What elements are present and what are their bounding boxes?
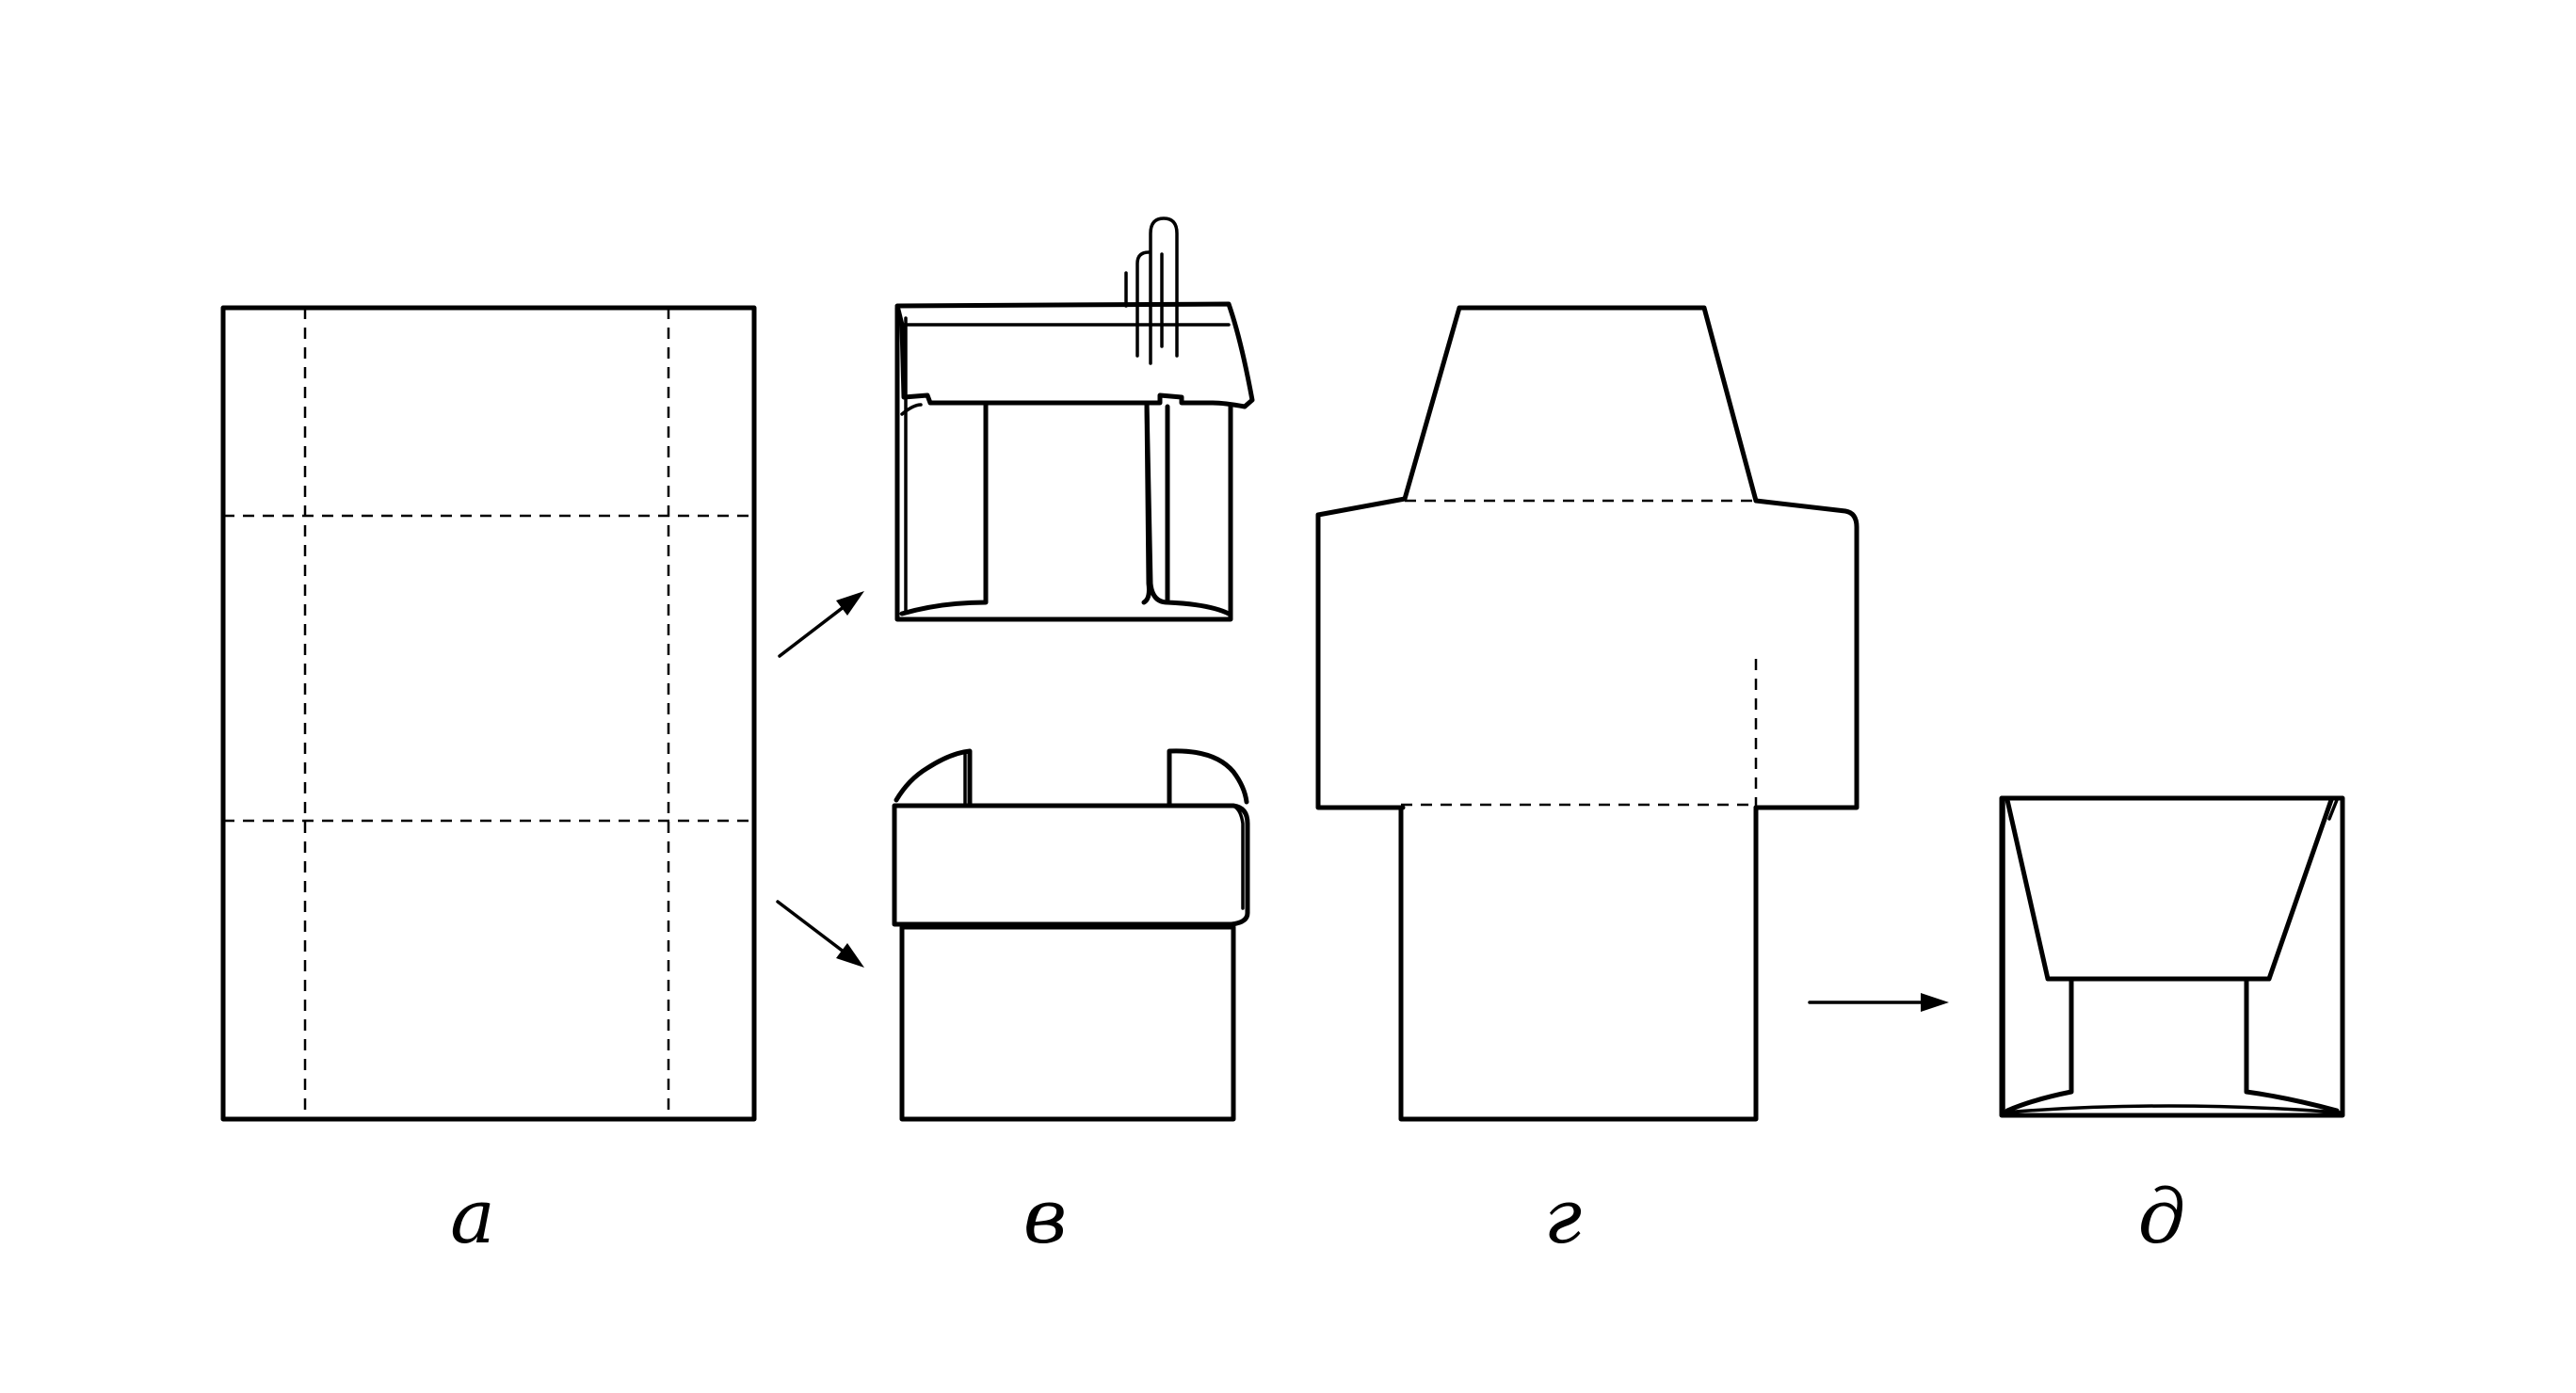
figure-c-cross-development xyxy=(1315,305,1860,1122)
arrow-head-icon xyxy=(836,943,864,968)
label-c: г xyxy=(1544,1173,1582,1260)
arrow-head-icon xyxy=(836,591,864,616)
figure-a-flat-sheet xyxy=(220,305,757,1122)
arrow-head-icon xyxy=(1921,993,1949,1012)
figure-d-finished-box xyxy=(1999,795,2345,1118)
label-b: в xyxy=(1023,1173,1068,1260)
label-a: а xyxy=(450,1173,495,1260)
figure-b-top-clipped-fold xyxy=(894,216,1255,622)
label-d: д xyxy=(2138,1173,2186,1260)
figure-b-bottom-banded-box xyxy=(892,748,1250,1122)
arrow-a-to-b-bottom xyxy=(776,900,864,968)
arrow-a-to-b-top xyxy=(778,591,864,658)
paper-clip-icon xyxy=(1124,216,1179,365)
arrow-c-to-d xyxy=(1808,993,1949,1012)
sheet-outline xyxy=(220,305,757,1122)
